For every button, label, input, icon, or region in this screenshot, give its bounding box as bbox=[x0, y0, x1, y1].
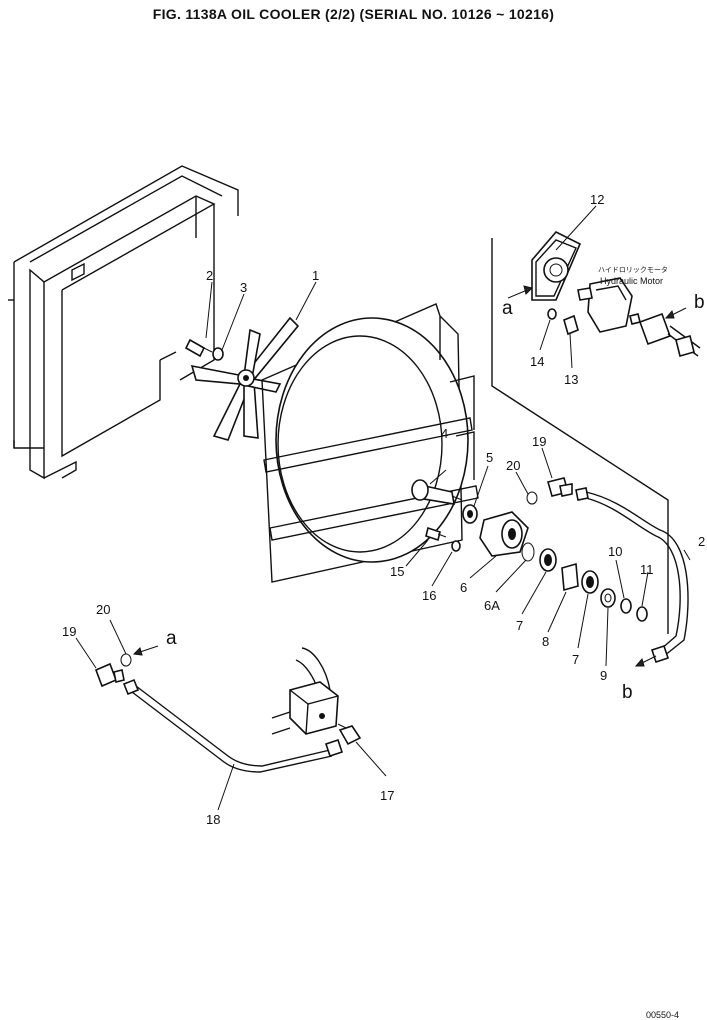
callout-7a: 7 bbox=[516, 618, 523, 633]
hose-right bbox=[575, 487, 689, 664]
callout-14: 14 bbox=[530, 354, 544, 369]
callout-16: 16 bbox=[422, 588, 436, 603]
callout-8: 8 bbox=[542, 634, 549, 649]
connector-b-bottom: b bbox=[622, 682, 633, 703]
washer-10 bbox=[620, 598, 632, 614]
pipe-block bbox=[271, 647, 339, 735]
bolt-15 bbox=[425, 526, 461, 552]
leader-lines bbox=[75, 205, 691, 811]
connector-a-left: a bbox=[166, 628, 177, 649]
callout-13: 13 bbox=[564, 372, 578, 387]
bearing-7b bbox=[581, 570, 599, 594]
housing-6 bbox=[479, 511, 529, 557]
motor-label-en: Hydraulic Motor bbox=[600, 276, 663, 286]
callout-1: 1 bbox=[312, 268, 319, 283]
motor-label-jp: ハイドロリックモータ bbox=[598, 265, 668, 274]
fan-shaft-4 bbox=[411, 479, 463, 505]
adapter-17 bbox=[337, 723, 362, 746]
connector-a-top: a bbox=[502, 298, 513, 319]
drawing-code: 00550-4 bbox=[646, 1010, 679, 1020]
nut-5 bbox=[462, 504, 478, 524]
callout-5: 5 bbox=[486, 450, 493, 465]
callout-21: 2 bbox=[698, 534, 705, 549]
callout-11: 11 bbox=[640, 562, 654, 577]
nut-11 bbox=[636, 606, 648, 622]
spacer-8 bbox=[561, 562, 579, 592]
callout-7b: 7 bbox=[572, 652, 579, 667]
hose-18 bbox=[122, 678, 344, 773]
callout-18: 18 bbox=[206, 812, 220, 827]
seal-9 bbox=[600, 588, 616, 608]
fan-shroud bbox=[261, 303, 479, 583]
cooler-frame bbox=[8, 165, 239, 480]
callout-3: 3 bbox=[240, 280, 247, 295]
figure-title: FIG. 1138A OIL COOLER (2/2) (SERIAL NO. … bbox=[152, 6, 555, 22]
motor-inset bbox=[491, 231, 701, 634]
flow-arrows bbox=[132, 285, 687, 667]
callout-20a: 20 bbox=[506, 458, 520, 473]
callout-20b: 20 bbox=[96, 602, 110, 617]
connector-b-top: b bbox=[694, 292, 705, 313]
callout-6a: 6A bbox=[484, 598, 500, 613]
callout-17: 17 bbox=[380, 788, 394, 803]
callout-10: 10 bbox=[608, 544, 622, 559]
fan bbox=[190, 316, 300, 441]
callout-6: 6 bbox=[460, 580, 467, 595]
callout-2: 2 bbox=[206, 268, 213, 283]
callout-12: 12 bbox=[590, 192, 604, 207]
callout-9: 9 bbox=[600, 668, 607, 683]
callout-19a: 19 bbox=[532, 434, 546, 449]
bearing-7a bbox=[539, 548, 557, 572]
elbow-19-left bbox=[94, 653, 132, 688]
elbow-19-right bbox=[526, 477, 573, 505]
oring-6a bbox=[521, 542, 535, 562]
callout-15: 15 bbox=[390, 564, 404, 579]
bolt-2 bbox=[184, 338, 224, 361]
callout-4: 4 bbox=[441, 426, 448, 441]
callout-19b: 19 bbox=[62, 624, 76, 639]
